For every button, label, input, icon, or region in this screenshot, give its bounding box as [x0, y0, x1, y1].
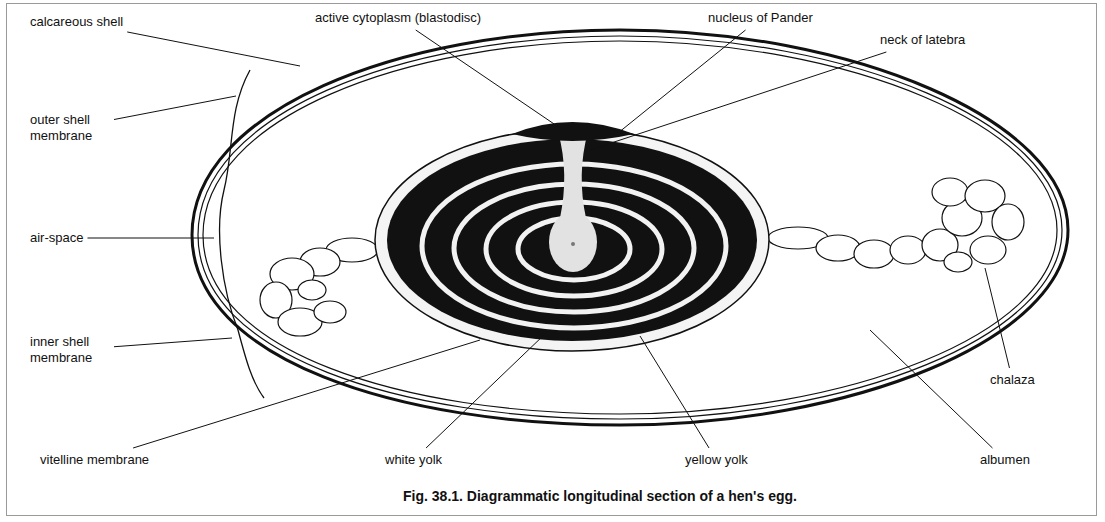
chalaza-twist: [992, 204, 1024, 240]
part-label: vitelline membrane: [40, 452, 149, 468]
part-label: neck of latebra: [880, 32, 965, 48]
chalaza-left: [260, 238, 378, 336]
part-label: calcareous shell: [30, 14, 123, 30]
leader-line: [87, 238, 214, 239]
chalaza-right: [768, 178, 1024, 272]
outer-shell-membrane: [198, 36, 1062, 419]
chalaza-twist: [298, 280, 326, 300]
part-label: inner shell membrane: [30, 334, 110, 366]
leader-line: [640, 336, 709, 448]
chalaza-twist: [314, 301, 346, 323]
chalaza-twist: [854, 240, 894, 268]
latebra-stipple: [571, 242, 575, 246]
part-label: yellow yolk: [685, 452, 748, 468]
white-yolk-ring: [486, 202, 662, 296]
blastodisc: [512, 122, 634, 141]
part-label: outer shell membrane: [30, 112, 110, 144]
chalaza-twist: [890, 236, 926, 264]
part-label: air-space: [30, 230, 83, 246]
part-label: nucleus of Pander: [708, 10, 813, 26]
leader-line: [114, 338, 232, 347]
leader-line: [590, 52, 886, 150]
part-label: chalaza: [990, 372, 1035, 388]
leader-line: [133, 340, 480, 448]
leader-line: [618, 30, 746, 133]
latebra: [549, 212, 597, 272]
chalaza-twist: [816, 235, 860, 261]
leader-line: [127, 32, 300, 66]
figure-caption: Fig. 38.1. Diagrammatic longitudinal sec…: [403, 488, 797, 504]
leader-line: [985, 268, 1009, 368]
part-label: white yolk: [385, 452, 442, 468]
leader-line: [416, 30, 560, 128]
leader-line: [870, 330, 992, 448]
vitelline-membrane: [375, 129, 769, 351]
air-space-boundary: [220, 70, 264, 398]
part-label: active cytoplasm (blastodisc): [315, 10, 481, 26]
chalaza-twist: [932, 178, 968, 206]
inner-shell-membrane: [203, 41, 1057, 414]
leader-line: [114, 96, 236, 120]
leader-line: [426, 334, 545, 448]
latebra-neck: [558, 132, 588, 218]
chalaza-twist: [970, 236, 1006, 264]
calcareous-shell: [192, 30, 1068, 425]
chalaza-twist: [944, 252, 972, 272]
part-label: albumen: [980, 452, 1030, 468]
